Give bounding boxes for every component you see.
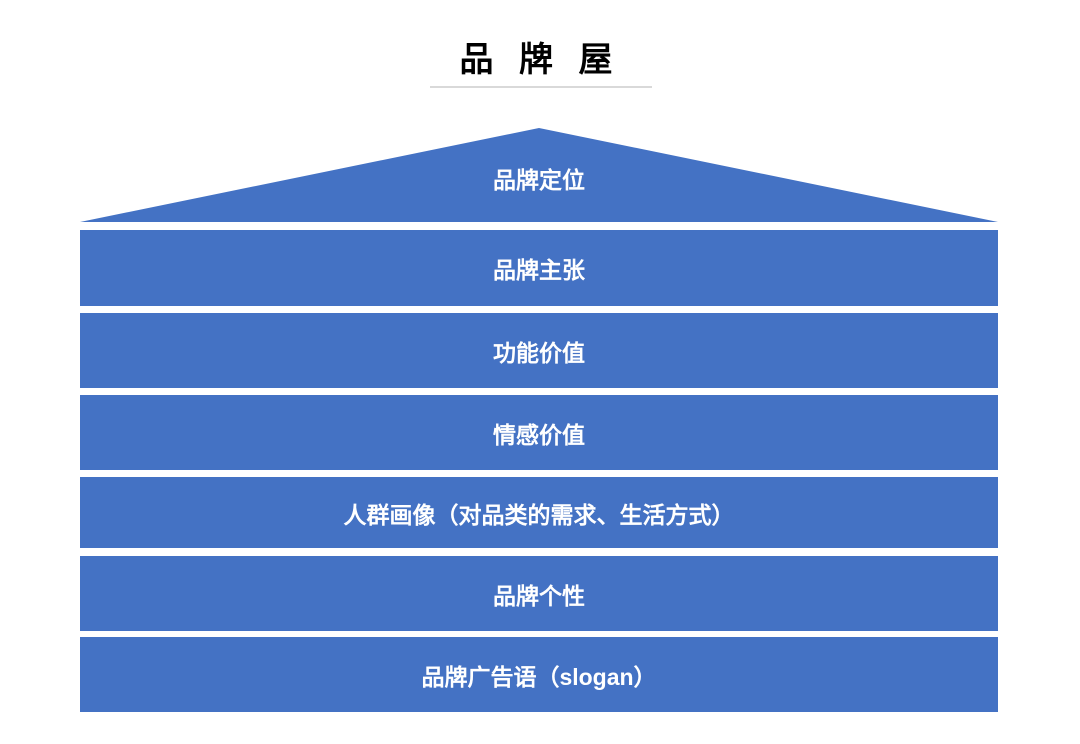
- layer-label: 品牌广告语（slogan）: [421, 663, 657, 690]
- roof-section: 品牌定位: [80, 128, 998, 222]
- layer-label: 人群画像（对品类的需求、生活方式）: [343, 501, 735, 528]
- layer-label: 情感价值: [493, 421, 585, 448]
- layer-label: 品牌个性: [493, 582, 585, 609]
- layer-bar-brand-proposition: 品牌主张: [80, 230, 998, 306]
- layer-bar-audience-portrait: 人群画像（对品类的需求、生活方式）: [80, 477, 998, 548]
- roof-label: 品牌定位: [493, 167, 585, 193]
- title-divider: [430, 86, 652, 88]
- layer-bar-brand-slogan: 品牌广告语（slogan）: [80, 637, 998, 712]
- layer-label: 品牌主张: [493, 257, 585, 283]
- page-title: 品 牌 屋: [459, 41, 621, 79]
- layer-bar-functional-value: 功能价值: [80, 313, 998, 388]
- layer-bar-emotional-value: 情感价值: [80, 395, 998, 470]
- layer-label: 功能价值: [493, 339, 585, 366]
- layer-bar-brand-personality: 品牌个性: [80, 556, 998, 631]
